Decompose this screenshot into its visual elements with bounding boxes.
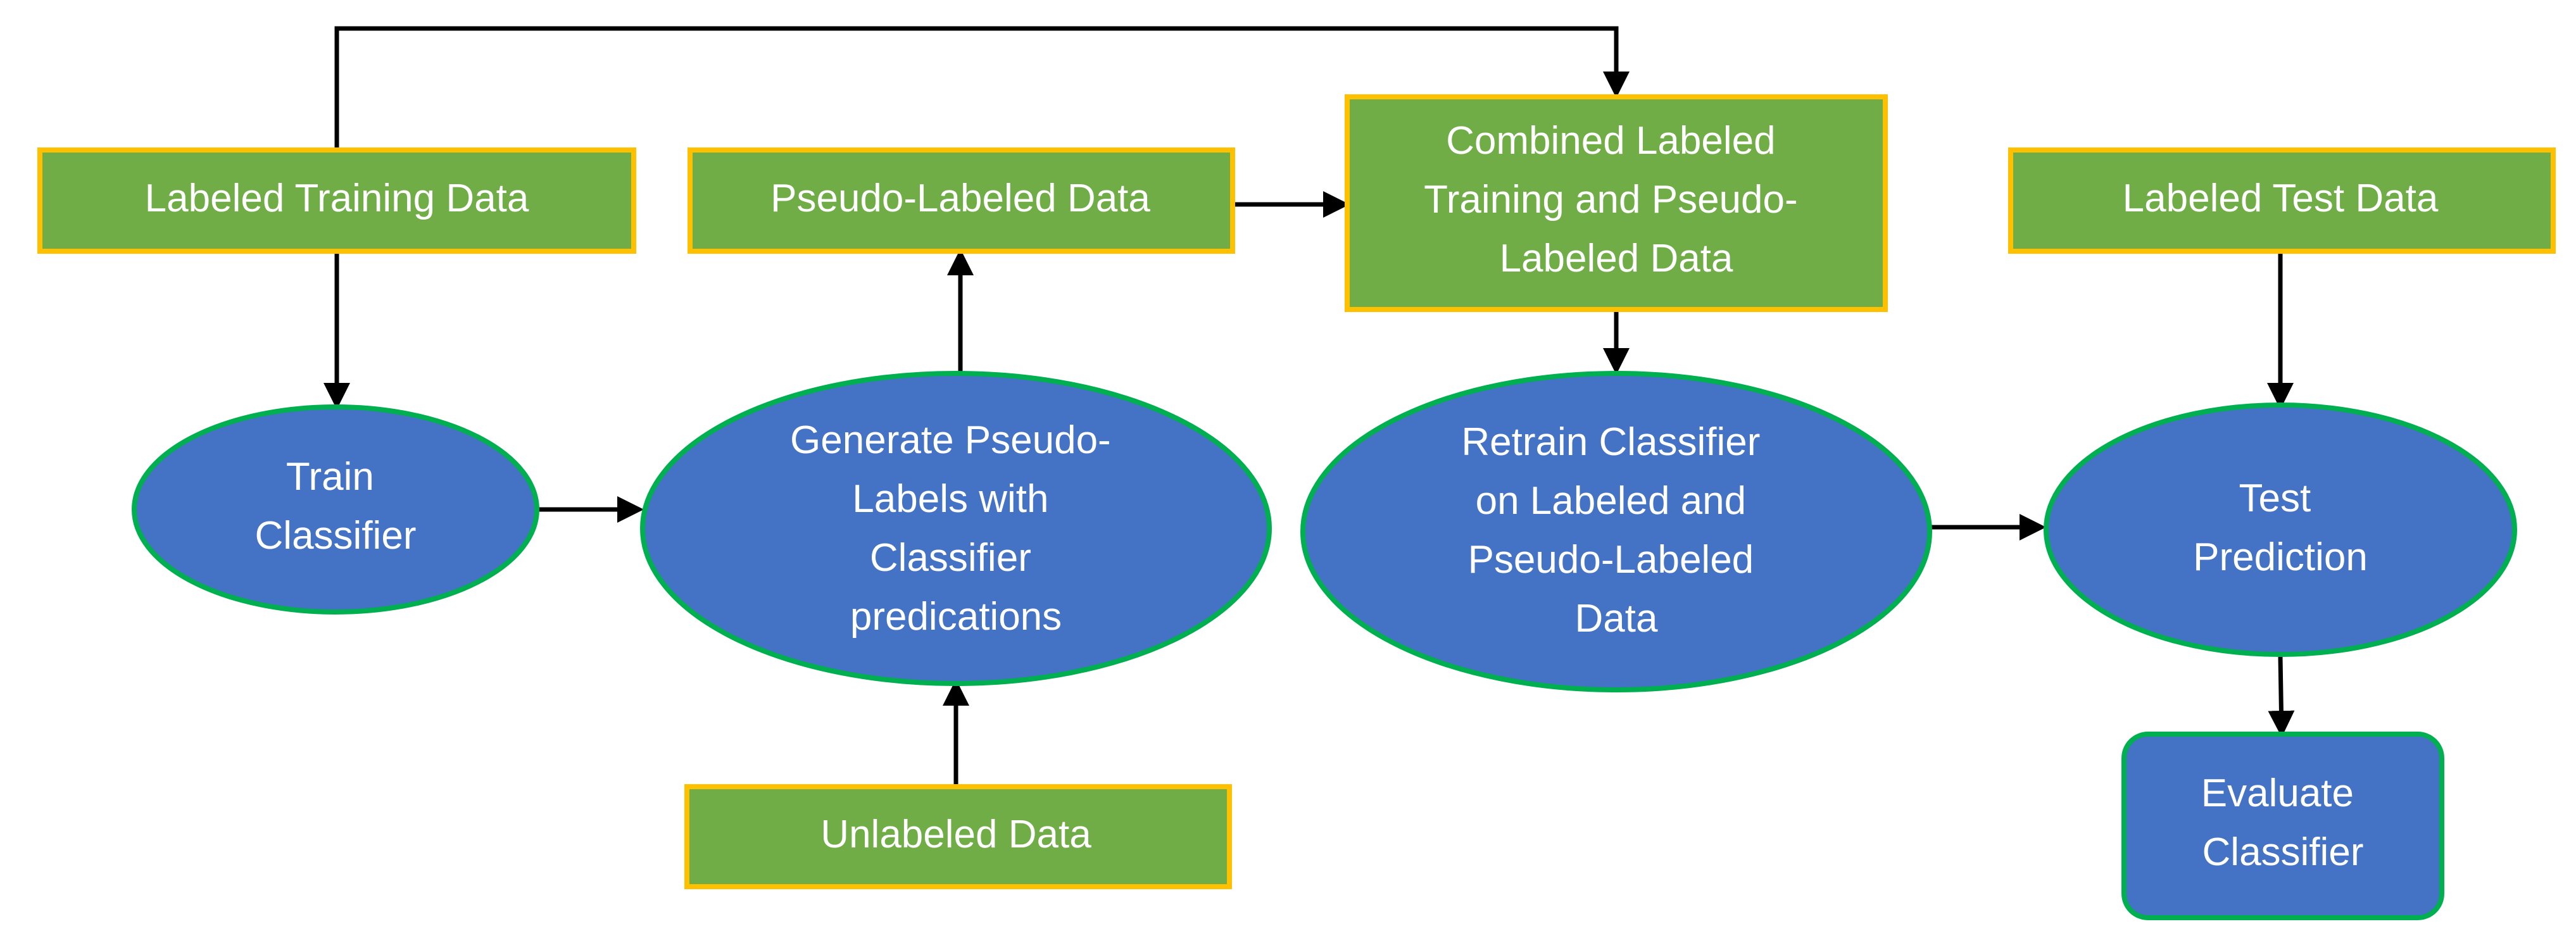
labeled-training-data-label: Labeled Training Data <box>145 177 529 220</box>
unlabeled-data-label: Unlabeled Data <box>820 813 1091 856</box>
combined-labeled-data-box: Combined Labeled Training and Pseudo- La… <box>1345 94 1888 312</box>
train-classifier-node: Train Classifier <box>132 404 539 615</box>
retrain-classifier-node: Retrain Classifier on Labeled and Pseudo… <box>1300 371 1932 692</box>
connectors <box>324 26 2295 785</box>
generate-pseudo-labels-node: Generate Pseudo- Labels with Classifier … <box>640 371 1272 686</box>
train-classifier-label: Train Classifier <box>255 455 417 558</box>
evaluate-classifier-label: Evaluate Classifier <box>2201 771 2365 874</box>
test-prediction-node: Test Prediction <box>2044 403 2517 657</box>
evaluate-classifier-node: Evaluate Classifier <box>2121 732 2444 920</box>
arrow-labeled-training-to-combined <box>334 26 1630 150</box>
pseudo-labeled-data-label: Pseudo-Labeled Data <box>770 177 1150 220</box>
labeled-training-data-box: Labeled Training Data <box>37 147 636 254</box>
retrain-classifier-label: Retrain Classifier on Labeled and Pseudo… <box>1461 420 1771 640</box>
test-prediction-label: Test Prediction <box>2193 477 2368 579</box>
labeled-test-data-box: Labeled Test Data <box>2008 147 2556 254</box>
combined-labeled-data-label: Combined Labeled Training and Pseudo- La… <box>1424 119 1809 280</box>
generate-pseudo-labels-label: Generate Pseudo- Labels with Classifier … <box>790 418 1122 639</box>
pseudo-labeled-data-box: Pseudo-Labeled Data <box>688 147 1235 254</box>
arrow-test-to-evaluate <box>2268 656 2295 737</box>
labeled-test-data-label: Labeled Test Data <box>2123 177 2439 220</box>
unlabeled-data-box: Unlabeled Data <box>684 784 1232 889</box>
